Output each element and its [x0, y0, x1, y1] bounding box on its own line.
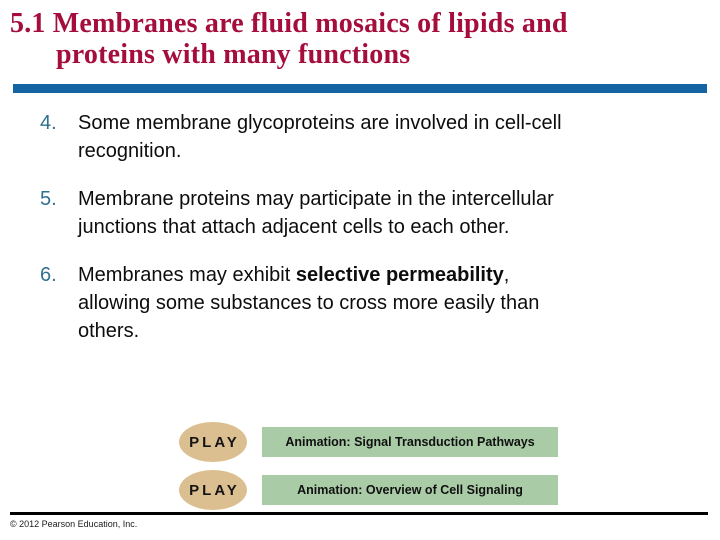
item-text: Membrane proteins may participate in the… — [78, 185, 680, 241]
slide-title-line2: proteins with many functions — [56, 39, 411, 70]
title-underline-bar — [13, 84, 707, 93]
item-number: 6. — [40, 264, 57, 286]
animation-link-row: PLAY Animation: Signal Transduction Pathw… — [179, 422, 579, 462]
list-item: 5. Membrane proteins may participate in t… — [40, 185, 680, 241]
play-button[interactable]: PLAY — [179, 470, 247, 510]
list-item: 6. Membranes may exhibit selective permea… — [40, 261, 680, 345]
slide-title: 5.1 Membranes are fluid mosaics of lipid… — [10, 8, 714, 70]
animation-links: PLAY Animation: Signal Transduction Pathw… — [179, 422, 579, 518]
item-number: 5. — [40, 188, 57, 210]
list-item: 4. Some membrane glycoproteins are involv… — [40, 109, 680, 165]
item-text-line: others. — [78, 320, 140, 342]
item-text-line: Membranes may exhibit selective permeabi… — [78, 264, 510, 286]
item-text-line: Some membrane glycoproteins are involved… — [78, 112, 562, 134]
content-list: 4. Some membrane glycoproteins are involv… — [40, 109, 680, 365]
item-text-line: Membrane proteins may participate in the… — [78, 188, 554, 210]
item-number: 4. — [40, 112, 57, 134]
animation-link-row: PLAY Animation: Overview of Cell Signalin… — [179, 470, 579, 510]
item-text: Membranes may exhibit selective permeabi… — [78, 261, 680, 345]
animation-label[interactable]: Animation: Signal Transduction Pathways — [262, 427, 558, 457]
play-button[interactable]: PLAY — [179, 422, 247, 462]
slide-title-line1: 5.1 Membranes are fluid mosaics of lipid… — [10, 8, 568, 39]
item-text-line: junctions that attach adjacent cells to … — [78, 216, 510, 238]
animation-label[interactable]: Animation: Overview of Cell Signaling — [262, 475, 558, 505]
item-text-line: recognition. — [78, 140, 182, 162]
item-text: Some membrane glycoproteins are involved… — [78, 109, 680, 165]
copyright-text: © 2012 Pearson Education, Inc. — [10, 519, 138, 529]
footer-rule — [10, 512, 708, 515]
item-text-line: allowing some substances to cross more e… — [78, 292, 540, 314]
